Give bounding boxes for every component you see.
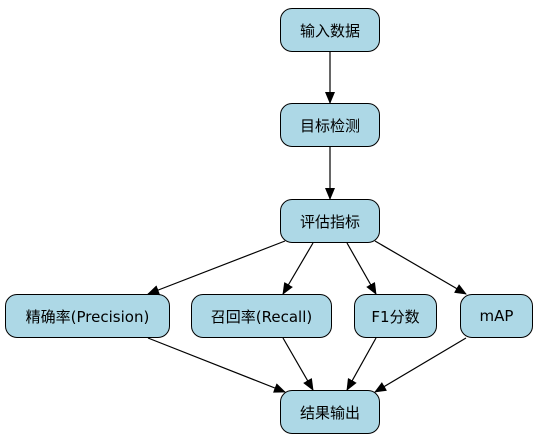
node-input-data: 输入数据 <box>280 8 380 52</box>
edge-eval-to-precision <box>147 240 286 295</box>
edge-precision-to-output <box>147 337 286 393</box>
node-f1-score: F1分数 <box>354 294 437 338</box>
node-recall: 召回率(Recall) <box>191 294 332 338</box>
edge-eval-to-f1 <box>346 242 377 295</box>
edge-f1-to-output <box>346 337 377 391</box>
node-result-output: 结果输出 <box>280 390 380 434</box>
node-object-detection: 目标检测 <box>280 103 380 147</box>
node-map: mAP <box>460 294 533 338</box>
node-precision: 精确率(Precision) <box>5 294 170 338</box>
edge-eval-to-map <box>374 240 467 295</box>
node-evaluation-metrics: 评估指标 <box>280 199 380 243</box>
edge-eval-to-recall <box>282 242 314 295</box>
edge-recall-to-output <box>282 337 314 391</box>
edge-map-to-output <box>374 337 467 393</box>
